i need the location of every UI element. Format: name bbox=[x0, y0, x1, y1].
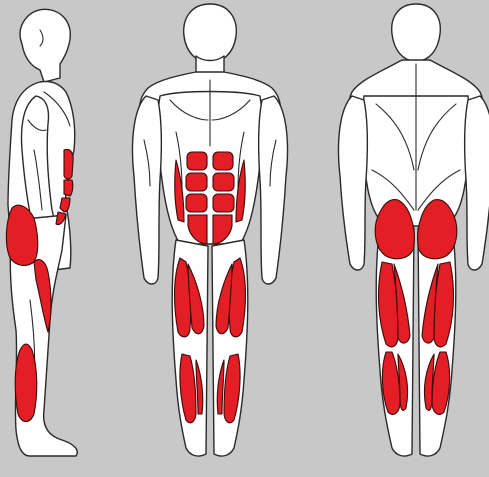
back-hamstrings-muscle bbox=[379, 262, 454, 347]
front-tibialis-muscle bbox=[180, 354, 240, 423]
side-calf-muscle bbox=[15, 344, 37, 422]
back-view-figure bbox=[339, 4, 489, 456]
front-view-figure bbox=[133, 4, 288, 456]
side-abdominals-muscle bbox=[64, 150, 73, 180]
back-calves-muscle bbox=[382, 352, 449, 414]
side-view-figure bbox=[6, 9, 77, 456]
front-quadriceps-muscle bbox=[175, 258, 246, 337]
